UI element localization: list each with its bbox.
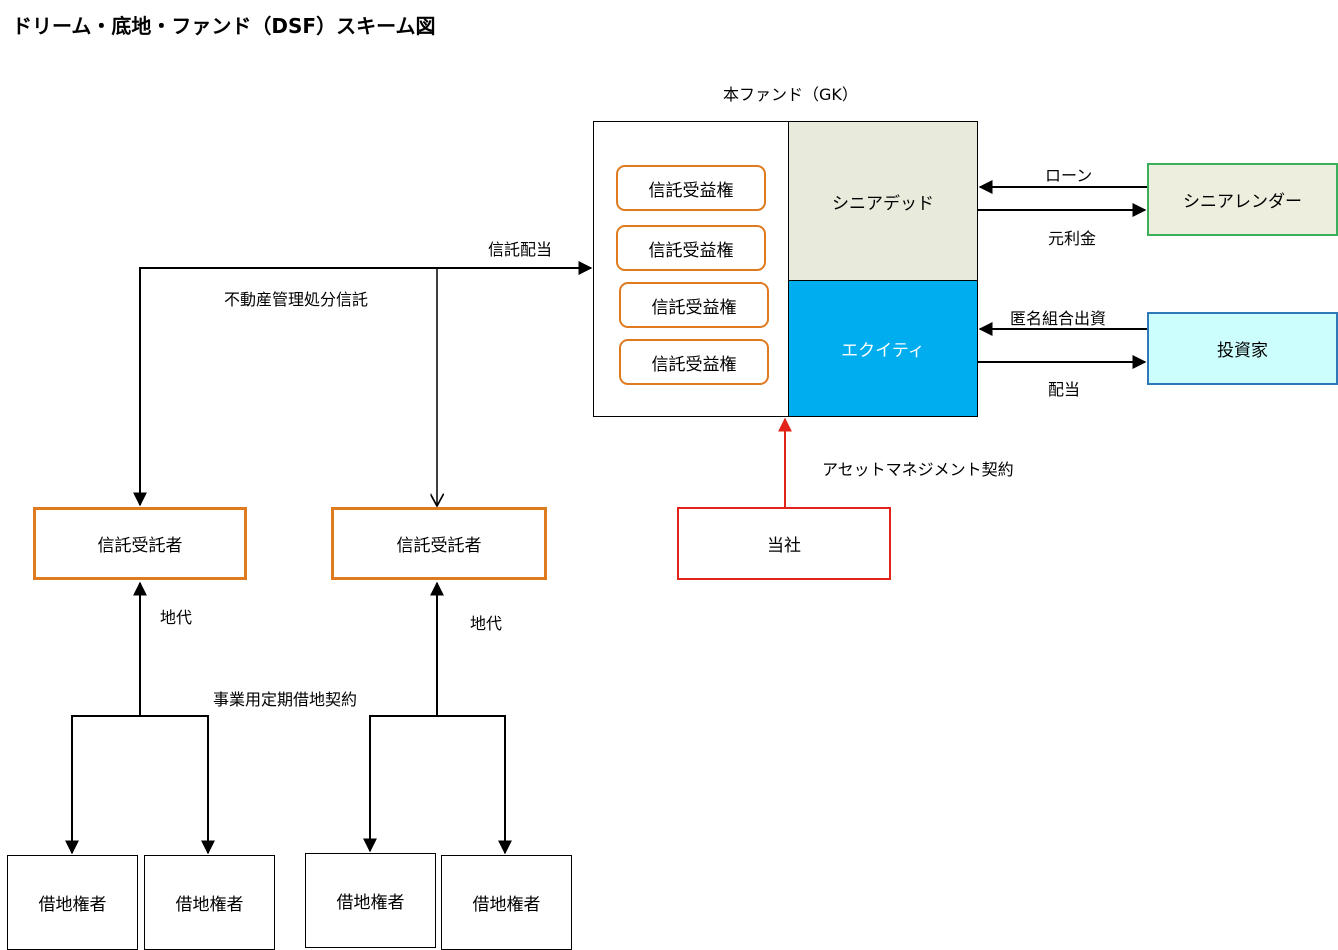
beneficial-interest-2: 信託受益権: [616, 225, 766, 271]
tk-investment-label: 匿名組合出資: [1010, 309, 1107, 328]
principal-interest-label: 元利金: [1048, 229, 1097, 248]
lessee-box-2: 借地権者: [144, 855, 275, 950]
dividend-label: 配当: [1048, 380, 1081, 399]
beneficial-interest-3: 信託受益権: [619, 282, 769, 328]
loan-label: ローン: [1045, 166, 1093, 185]
trustee-box-2: 信託受託者: [331, 507, 547, 580]
page-title: ドリーム・底地・ファンド（DSF）スキーム図: [12, 14, 436, 38]
trust-dividend-arrow: [133, 261, 593, 507]
equity-box: エクイティ: [788, 280, 978, 417]
lease-branch-2: [363, 715, 512, 855]
ground-rent-label-2: 地代: [470, 614, 503, 633]
lessee-box-3: 借地権者: [305, 853, 436, 948]
trust-label: 不動産管理処分信託: [224, 290, 369, 309]
senior-debt-box: シニアデッド: [788, 121, 978, 281]
lessee-box-4: 借地権者: [441, 855, 572, 950]
company-box: 当社: [677, 507, 891, 580]
trust-dividend-label: 信託配当: [488, 240, 553, 259]
investor-box: 投資家: [1147, 312, 1338, 385]
asset-management-label: アセットマネジメント契約: [822, 460, 1014, 479]
trustee-box-1: 信託受託者: [33, 507, 247, 580]
beneficial-interest-1: 信託受益権: [616, 165, 766, 211]
lease-branch-1: [65, 715, 215, 855]
senior-lender-box: シニアレンダー: [1147, 163, 1338, 236]
fund-title: 本ファンド（GK）: [723, 85, 858, 104]
ground-rent-label-1: 地代: [160, 608, 193, 627]
beneficial-interest-4: 信託受益権: [619, 339, 769, 385]
lessee-box-1: 借地権者: [7, 855, 138, 950]
lease-contract-label: 事業用定期借地契約: [213, 690, 358, 709]
